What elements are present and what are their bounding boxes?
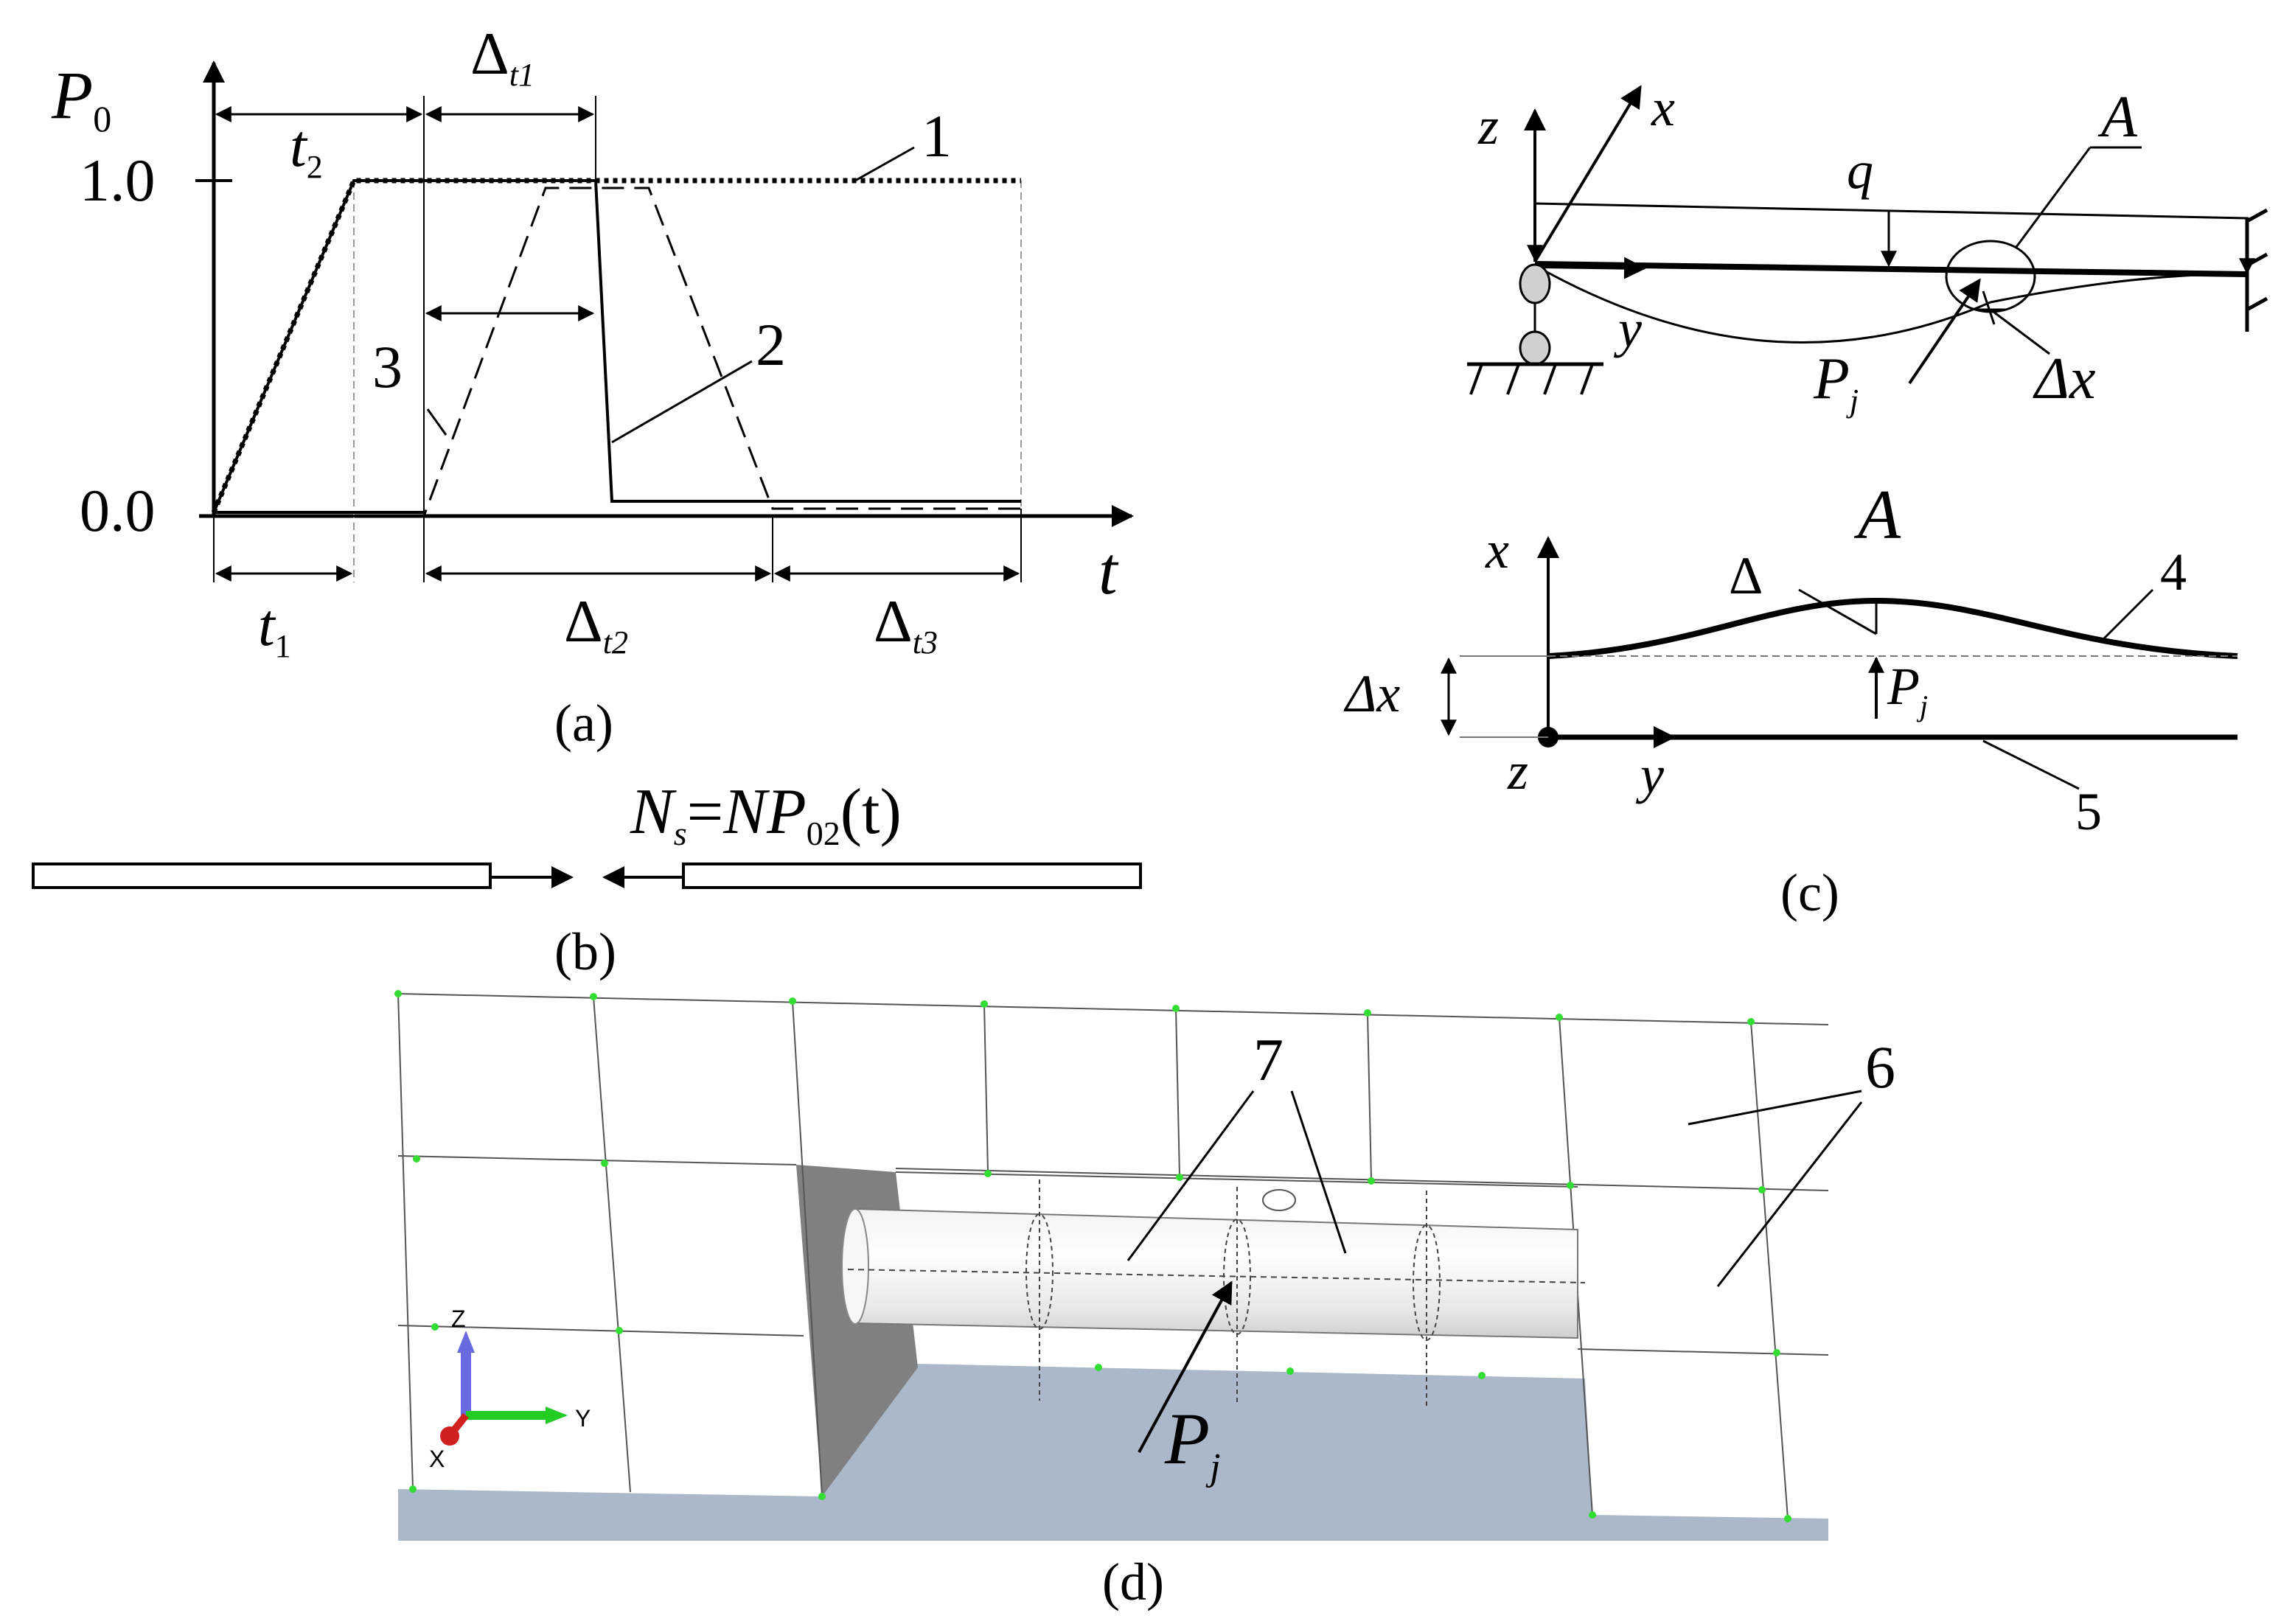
a-y-axis-label: P0 <box>51 57 111 139</box>
d-force-Pj-label: Pj <box>1164 1398 1221 1488</box>
d-mesh-lines <box>397 993 1829 1519</box>
b-bar-left <box>32 862 492 889</box>
c-support-roller-bottom <box>1519 330 1551 366</box>
b-bar-right <box>682 862 1142 889</box>
caption-d: (d) <box>1102 1552 1164 1611</box>
caption-c: (c) <box>1780 863 1839 922</box>
c-detail-axis-z-label: z <box>1507 742 1528 801</box>
a-extension-lines <box>213 96 1022 582</box>
label-dt3: Δt3 <box>874 588 938 661</box>
panel-a: P0 1.0 0.0 t t2 Δt1 t1 Δt2 Δt3 1 2 3 (a) <box>51 20 1134 753</box>
c-leader-5 <box>1982 739 2080 790</box>
caption-a: (a) <box>554 694 613 753</box>
label-t1: t1 <box>258 591 291 664</box>
label-7: 7 <box>1253 1026 1284 1093</box>
d-coordinate-triad <box>440 1331 568 1446</box>
d-triad-y-label: Y <box>575 1405 591 1432</box>
label-curve-3: 3 <box>372 333 403 400</box>
c-detail-dx-label: Δx <box>1343 664 1400 723</box>
d-pipe-end <box>841 1208 869 1325</box>
c-axis-z-label: z <box>1477 97 1499 156</box>
d-triad-x-label: X <box>429 1446 445 1472</box>
c-force-Pj-leader <box>1908 278 1981 385</box>
c-force-Pj-label: Pj <box>1813 346 1859 419</box>
label-curve-5: 5 <box>2075 782 2102 841</box>
c-support-roller-top <box>1519 263 1551 304</box>
c-support-hatch <box>1469 363 1594 395</box>
c-detail-Pj-label: Pj <box>1887 657 1928 722</box>
c-beam <box>1534 261 2248 277</box>
c-axis-y-label: y <box>1613 299 1642 358</box>
label-curve-2: 2 <box>756 311 786 378</box>
d-pipe-sections <box>1025 1179 1441 1408</box>
c-detail-title: A <box>1853 475 1901 554</box>
b-force-label: Ns=NP02(t) <box>630 776 902 852</box>
c-beam-arrow <box>1540 257 1646 279</box>
label-curve-1: 1 <box>922 102 952 170</box>
c-leader-4 <box>2100 588 2154 643</box>
a-tick-label-top: 1.0 <box>80 147 156 214</box>
d-leader-6a <box>1688 1090 1862 1126</box>
c-detail-delta-label: Δ <box>1729 546 1763 605</box>
label-curve-4: 4 <box>2160 543 2187 602</box>
d-ground-plane <box>398 1364 1828 1541</box>
c-detail-axis-y-label: y <box>1635 745 1664 804</box>
c-deflected-beam <box>1534 264 2248 344</box>
c-detail-extension <box>1460 655 1548 738</box>
caption-b: (b) <box>554 922 616 981</box>
label-dt2: Δt2 <box>564 588 628 661</box>
label-dt1: Δt1 <box>470 20 534 93</box>
curve-1 <box>211 178 1021 514</box>
label-6: 6 <box>1865 1034 1895 1101</box>
c-detail-axis-x-label: x <box>1485 520 1509 579</box>
c-delta-x-label: Δx <box>2033 346 2095 411</box>
curve-2-pulse <box>212 179 1021 513</box>
c-load-q <box>1533 202 2249 273</box>
c-detail-delta-leader <box>1798 588 1877 635</box>
c-fixed-support <box>2245 208 2268 332</box>
leader-2 <box>611 360 753 444</box>
d-leader-7a <box>1126 1090 1255 1261</box>
d-leader-6b <box>1716 1101 1863 1287</box>
d-force-Pj-arrow <box>1138 1280 1233 1453</box>
c-axis-x-label: x <box>1651 78 1675 137</box>
c-delta-x-marker <box>1976 290 2050 355</box>
curve-3 <box>214 187 1021 517</box>
c-load-label: q <box>1847 141 1873 200</box>
d-small-ring <box>1262 1189 1296 1211</box>
d-leader-7b <box>1290 1090 1347 1254</box>
d-pipe-axis <box>847 1269 1586 1283</box>
leader-3 <box>426 408 447 436</box>
a-tick-label-bottom: 0.0 <box>80 477 156 544</box>
a-x-axis-label: t <box>1098 533 1119 608</box>
panel-c: z x q y A <box>1343 78 2268 922</box>
c-detail-leader <box>2015 147 2092 248</box>
panel-d: 7 6 Pj Z Y X (d) <box>394 988 1895 1611</box>
c-axis-x <box>1533 85 1642 263</box>
label-t2: t2 <box>290 112 323 185</box>
panel-b: Ns=NP02(t) (b) <box>32 776 1142 981</box>
d-triad-z-label: Z <box>451 1306 466 1332</box>
c-detail-label: A <box>2097 85 2138 150</box>
d-mesh-nodes <box>394 990 1791 1522</box>
leader-1 <box>854 146 915 182</box>
